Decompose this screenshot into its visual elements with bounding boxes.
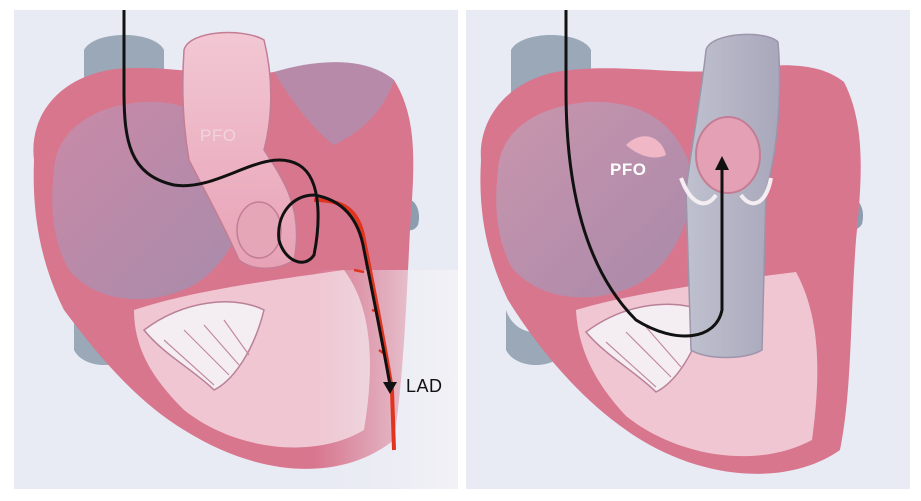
pfo-label-right: PFO <box>610 160 646 180</box>
right-heart-panel: PFO <box>466 10 910 489</box>
aortic-valve-ring <box>237 202 281 258</box>
left-heart-illustration-icon <box>14 10 458 489</box>
right-heart-illustration-icon <box>466 10 910 489</box>
left-heart-panel: PFO LAD <box>14 10 458 489</box>
lad-label: LAD <box>406 376 443 397</box>
aortic-valve-ring <box>696 117 760 193</box>
pfo-label-left: PFO <box>200 126 236 146</box>
